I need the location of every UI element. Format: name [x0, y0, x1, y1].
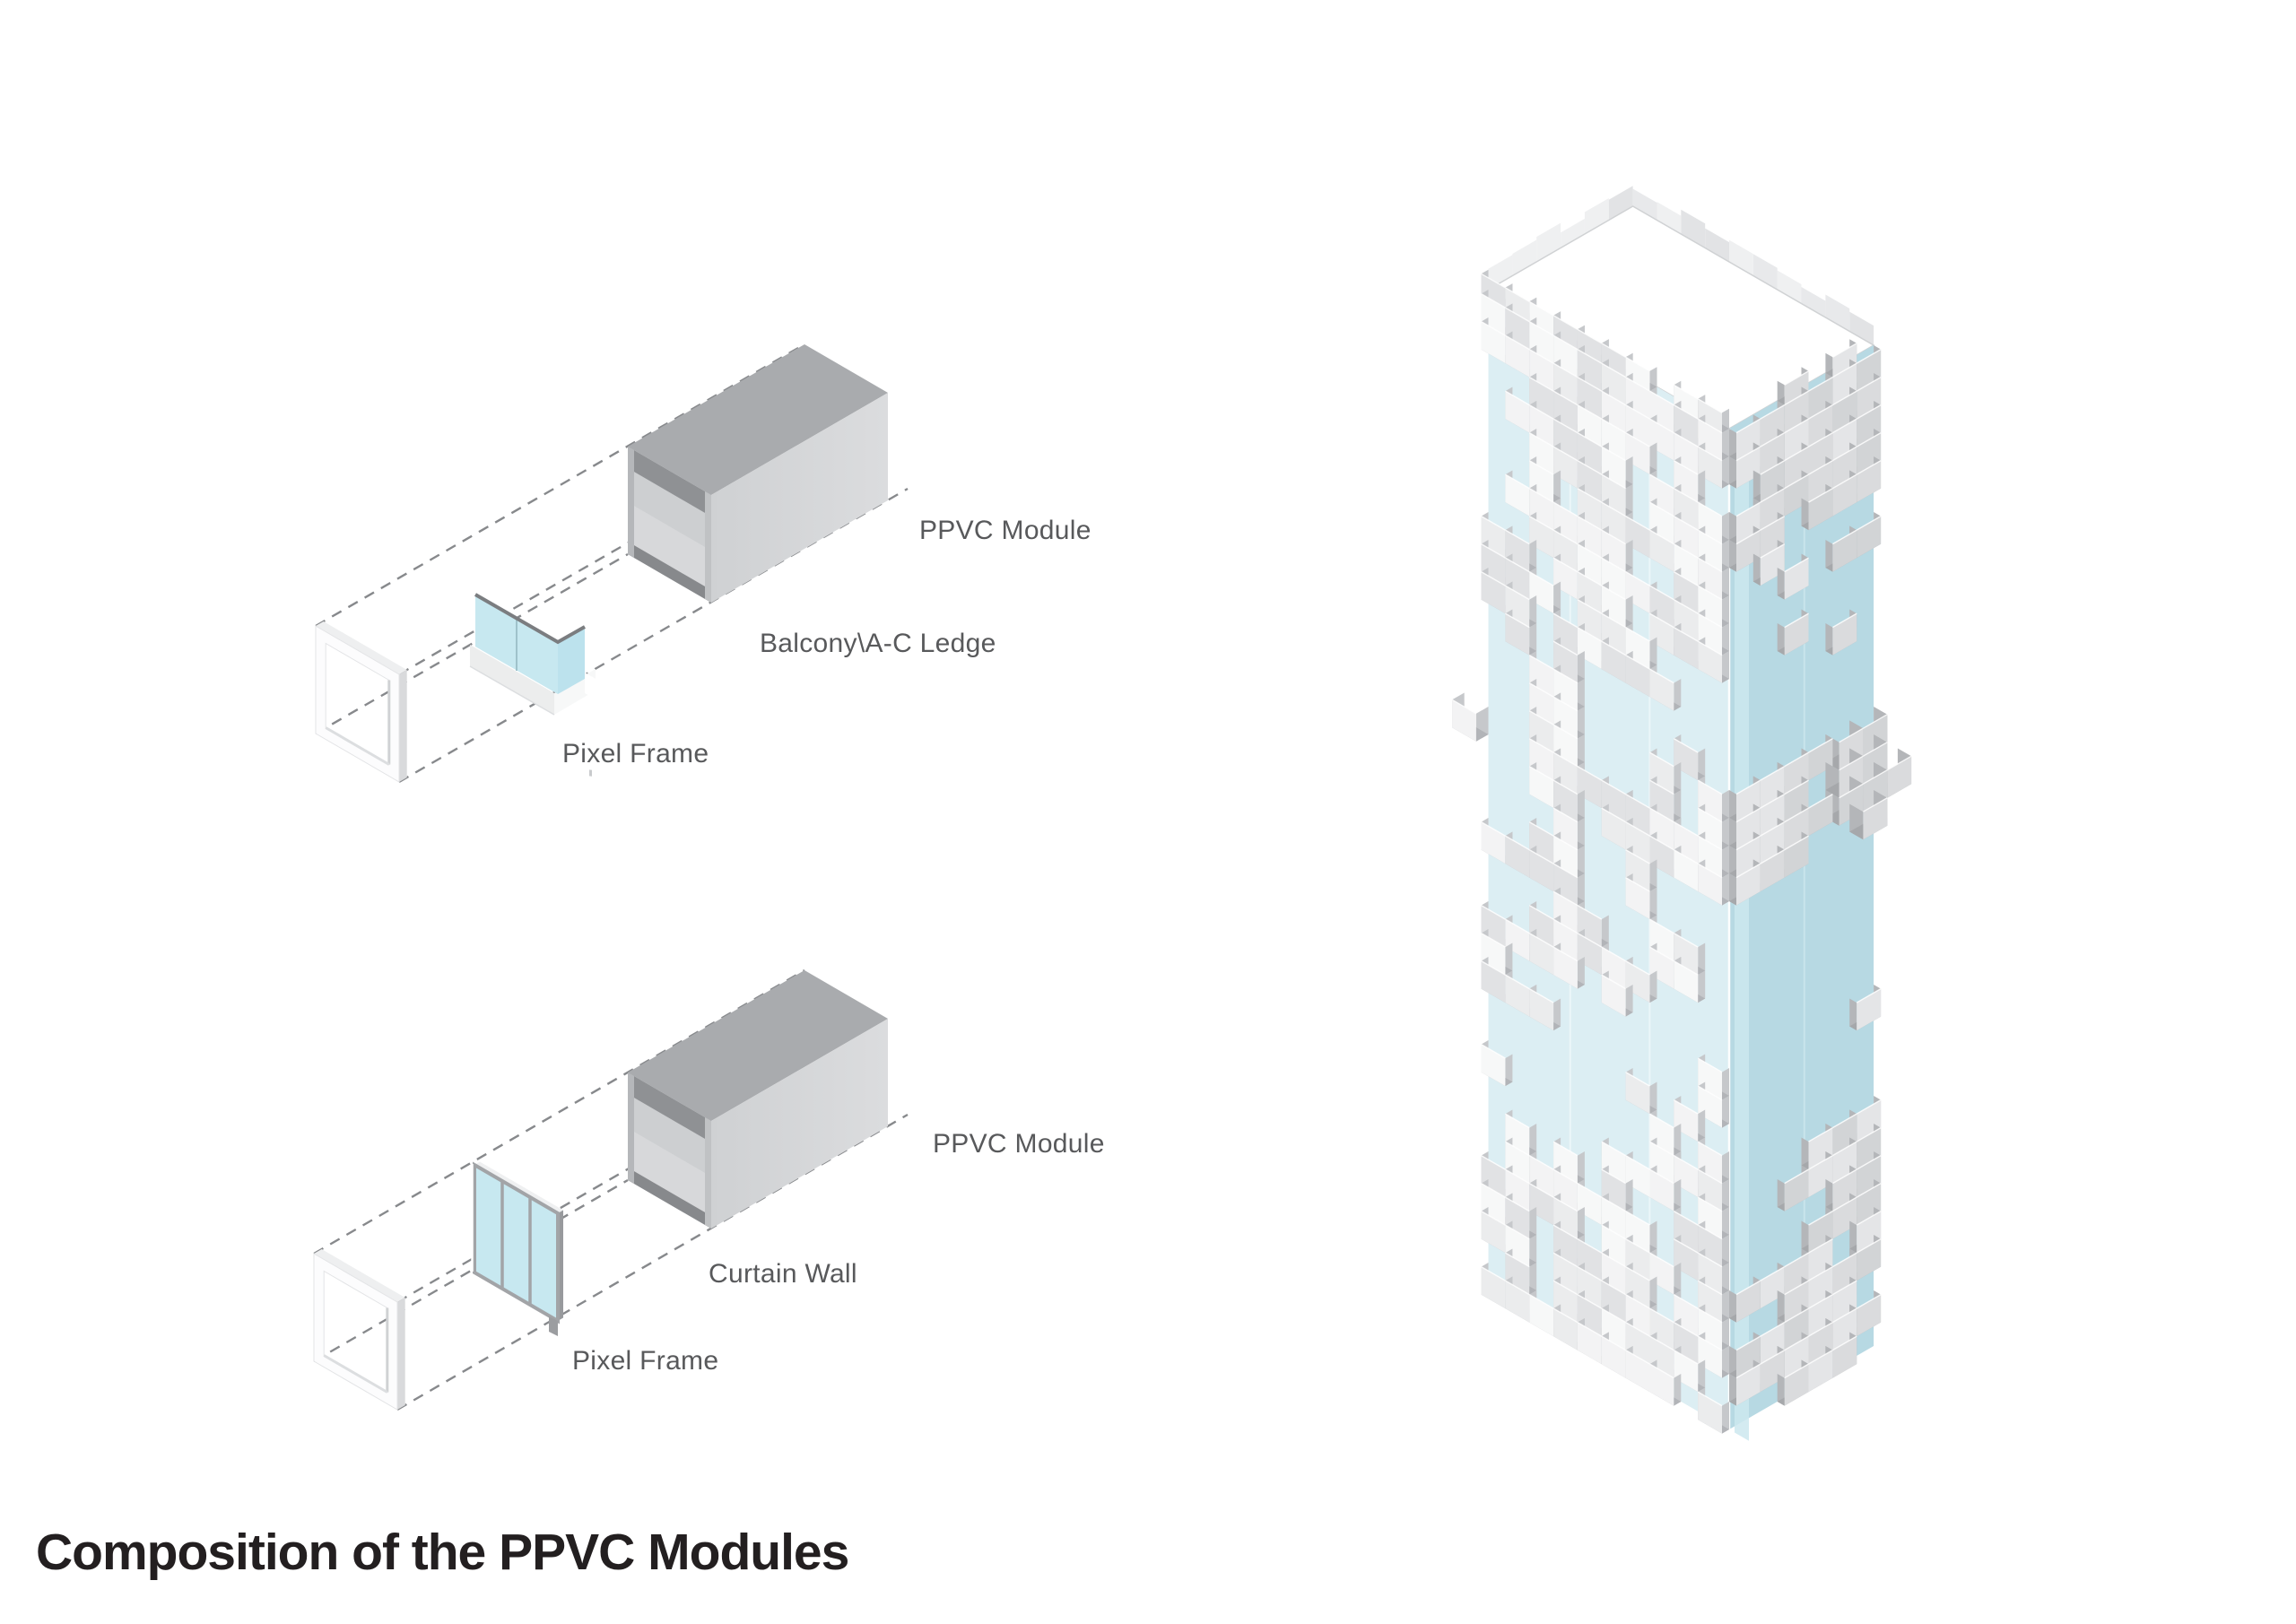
- tower-illustration: [1451, 186, 1912, 1441]
- label-pixel-frame-top: Pixel Frame: [562, 739, 709, 769]
- projection-line: [313, 1178, 629, 1363]
- module-end-bottom-band: [628, 542, 711, 603]
- tower-back-parapet: [1488, 186, 1874, 345]
- balcony-ledge-cap: [585, 673, 605, 705]
- ledge-tick: [589, 769, 592, 777]
- projection-line: [315, 552, 629, 735]
- wall-foot-tab: [549, 1316, 558, 1336]
- exploded-diagram-curtain-wall: PPVC Module Curtain Wall Pixel Frame: [313, 968, 1105, 1411]
- balcony-slab-front: [470, 645, 554, 715]
- balcony-top-rail: [474, 593, 586, 645]
- module-side-face: [711, 393, 888, 603]
- module-end-right-rim: [705, 491, 711, 603]
- tower-right-face-pixels: [1729, 339, 1912, 1406]
- frame-depth-top: [314, 1249, 405, 1302]
- balcony-illustration: [469, 593, 605, 777]
- label-pixel-frame-bottom: Pixel Frame: [572, 1346, 718, 1376]
- module-end-top-band: [628, 447, 711, 517]
- frame-inner-bottom-bevel: [323, 1354, 388, 1394]
- pixel-frame-illustration: [313, 1249, 405, 1411]
- wall-glass: [474, 1165, 558, 1321]
- label-curtain-wall: Curtain Wall: [709, 1259, 857, 1289]
- module-end-floor: [628, 1128, 711, 1223]
- exploded-diagram-balcony: PPVC Module Balcony\A-C Ledge Pixel Fram…: [315, 343, 1091, 784]
- frame-depth-side: [397, 1298, 405, 1410]
- projection-lines: [315, 343, 909, 784]
- module-top-face: [628, 970, 888, 1121]
- module-side-face: [711, 1019, 888, 1229]
- tower-left-face-pixels: [1451, 269, 1729, 1434]
- module-end-right-rim: [705, 1117, 711, 1229]
- projection-line: [398, 493, 712, 676]
- module-end-bottom-band: [628, 1168, 711, 1229]
- label-ppvc-module-top: PPVC Module: [919, 516, 1091, 545]
- wall-depth-top: [474, 1161, 563, 1213]
- frame-inner-bottom-bevel: [325, 726, 390, 766]
- module-end-top-band: [628, 1073, 711, 1142]
- balcony-glass-side: [558, 627, 585, 694]
- module-end-left-rim: [628, 1073, 634, 1184]
- projection-line: [398, 487, 909, 784]
- frame-depth-side: [399, 670, 407, 782]
- module-open-end: [628, 447, 711, 603]
- module-open-end: [628, 1073, 711, 1229]
- ppvc-module-illustration: [628, 344, 888, 603]
- balcony-slab-shadow: [469, 665, 555, 716]
- module-end-left-rim: [628, 447, 634, 558]
- projection-line: [313, 968, 805, 1255]
- curtain-wall-illustration: [471, 1161, 563, 1336]
- label-ppvc-module-bottom: PPVC Module: [933, 1129, 1105, 1159]
- ppvc-module-illustration: [628, 970, 888, 1229]
- page-title: Composition of the PPVC Modules: [36, 1524, 849, 1581]
- label-balcony-ledge: Balcony\A-C Ledge: [760, 629, 996, 658]
- pixel-frame-illustration: [315, 621, 407, 783]
- module-end-floor: [628, 502, 711, 597]
- frame-depth-top: [316, 621, 407, 674]
- module-top-face: [628, 344, 888, 495]
